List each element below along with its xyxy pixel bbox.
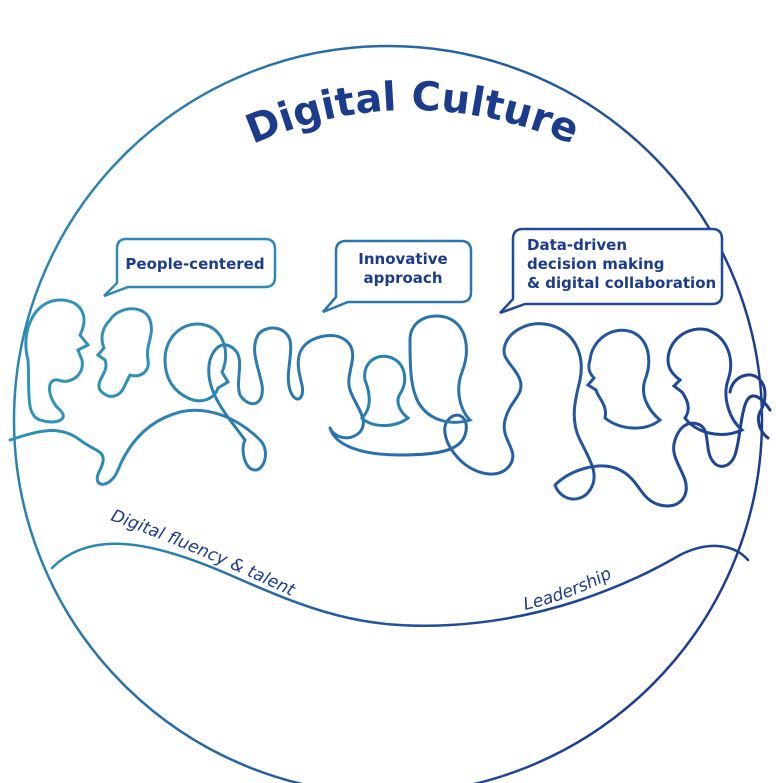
bubble-line: Innovative <box>358 250 447 268</box>
head-outline-4 <box>359 354 411 427</box>
bubble-data-driven <box>499 227 724 315</box>
bubble-line: approach <box>364 269 443 287</box>
head-outline-7 <box>666 327 745 436</box>
bubble-line: decision making <box>527 255 665 273</box>
page-title: Digital Culture <box>239 74 585 154</box>
label-digital-fluency: Digital fluency & talent <box>108 506 299 601</box>
bubble-line: People-centered <box>125 255 264 273</box>
bubble-line: Data-driven <box>527 236 627 254</box>
outer-circle <box>12 44 764 783</box>
bubble-people-centered-label: People-centered <box>125 255 264 273</box>
head-outline-1 <box>24 298 91 424</box>
bottom-band-curve <box>50 542 750 627</box>
label-leadership: Leadership <box>522 564 616 615</box>
bubble-line: & digital collaboration <box>527 274 716 292</box>
head-outline-8 <box>728 373 770 440</box>
head-outline-5 <box>408 314 473 424</box>
head-outline-2 <box>95 307 153 398</box>
head-outline-3 <box>163 322 231 403</box>
bubble-people-centered <box>103 237 277 298</box>
bubble-innovative-approach <box>322 239 473 314</box>
head-outline-6 <box>585 328 663 430</box>
